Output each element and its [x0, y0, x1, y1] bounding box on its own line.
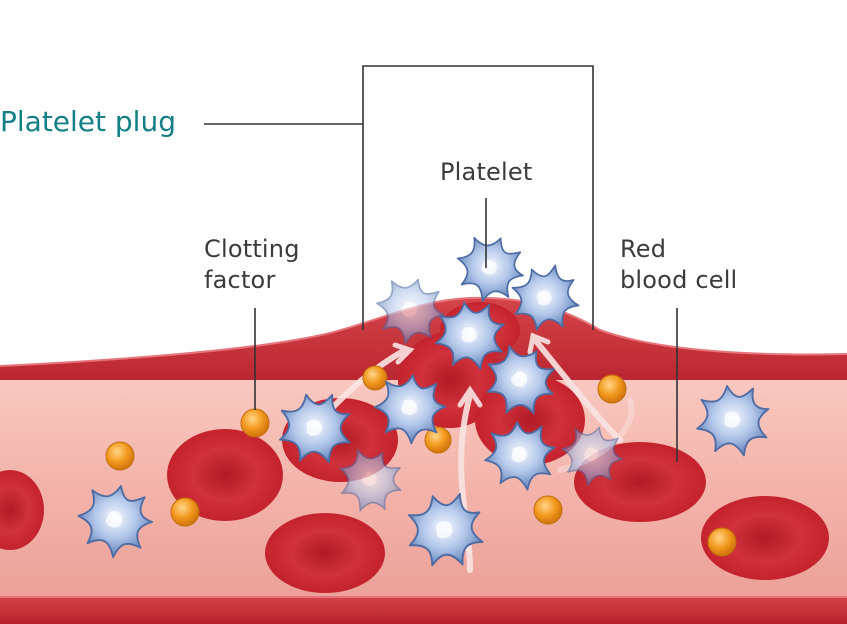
flow-arrow	[527, 332, 551, 355]
plug-bracket	[362, 65, 594, 330]
red-blood-cell	[265, 513, 385, 593]
callout-lines	[204, 65, 678, 462]
red-blood-cell-label-line1: Red	[620, 235, 667, 263]
flow-arrow	[457, 385, 483, 408]
clotting-factor-label-line1: Clotting	[204, 235, 300, 263]
clotting-factors	[105, 365, 737, 557]
clotting-factor	[105, 441, 135, 471]
clotting-factor	[707, 527, 737, 557]
clotting-factor-label: Clotting factor	[204, 234, 300, 296]
clotting-factor-label-line2: factor	[204, 266, 276, 294]
clotting-factor	[170, 497, 200, 527]
flow-arrow	[392, 342, 415, 365]
clotting-factor	[240, 408, 270, 438]
diagram-title: Platelet plug	[0, 105, 176, 138]
clotting-factor	[424, 426, 452, 454]
red-blood-cell-label-line2: blood cell	[620, 266, 738, 294]
red-blood-cell	[0, 470, 44, 550]
vessel-wall-bottom	[0, 596, 847, 624]
flow-arrow	[458, 392, 473, 573]
red-blood-cell-label: Red blood cell	[620, 234, 737, 296]
clotting-factor	[597, 374, 627, 404]
platelet-label: Platelet	[440, 158, 533, 186]
clotting-factor	[533, 495, 563, 525]
red-blood-cell	[701, 496, 829, 580]
flow-arrow	[327, 347, 408, 413]
red-blood-cell	[167, 429, 283, 521]
flow-arrow	[532, 337, 623, 443]
clotting-factor	[362, 365, 388, 391]
